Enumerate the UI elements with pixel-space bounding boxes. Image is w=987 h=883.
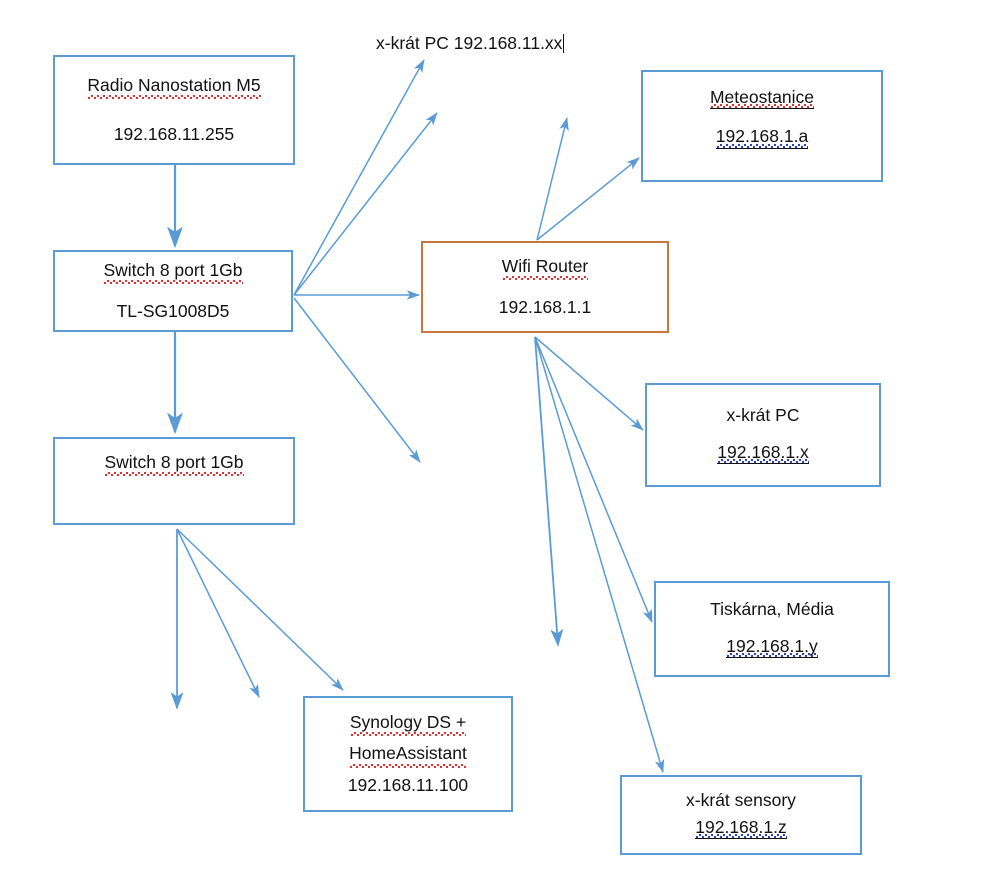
connector-router-to-printer xyxy=(534,336,653,623)
connector-router-to-down-open xyxy=(534,336,564,647)
switch-tl-sg1008d5-box[interactable]: Switch 8 port 1Gb TL-SG1008D5 xyxy=(53,250,293,332)
pc-range-caption-text: x-krát PC 192.168.11.xx xyxy=(376,33,563,53)
x-krat-pc-ip: 192.168.1.x xyxy=(717,442,809,465)
connector-switch2-to-synology xyxy=(176,528,344,691)
meteostanice-ip: 192.168.1.a xyxy=(715,127,809,149)
connector-router-to-sensors xyxy=(534,336,665,773)
meteostanice-title: Meteostanice xyxy=(709,87,815,110)
connector-router-to-pc xyxy=(534,336,644,431)
wifi-router-title: Wifi Router xyxy=(501,256,589,280)
synology-ip: 192.168.11.100 xyxy=(347,774,469,795)
connector-switch1-to-pc-label-upper xyxy=(293,59,425,296)
synology-homeassistant-box[interactable]: Synology DS + HomeAssistant 192.168.11.1… xyxy=(303,696,513,812)
connector-switch2-to-down-open-2 xyxy=(176,528,260,698)
connector-switch1-to-pc-label-lower xyxy=(293,112,438,296)
connector-switch1-to-open-down xyxy=(293,297,421,463)
radio-nanostation-box[interactable]: Radio Nanostation M5 192.168.11.255 xyxy=(53,55,295,165)
switch1-model: TL-SG1008D5 xyxy=(116,301,230,321)
tiskarna-media-box[interactable]: Tiskárna, Média 192.168.1.y xyxy=(654,581,890,677)
radio-nanostation-title: Radio Nanostation M5 xyxy=(87,75,261,99)
x-krat-pc-box[interactable]: x-krát PC 192.168.1.x xyxy=(645,383,881,487)
wifi-router-ip: 192.168.1.1 xyxy=(498,297,592,317)
switch2-title: Switch 8 port 1Gb xyxy=(104,452,244,476)
x-krat-pc-title: x-krát PC xyxy=(726,404,800,425)
tiskarna-media-title: Tiskárna, Média xyxy=(710,598,834,619)
text-cursor xyxy=(563,34,565,53)
switch-second-box[interactable]: Switch 8 port 1Gb xyxy=(53,437,295,525)
wifi-router-box[interactable]: Wifi Router 192.168.1.1 xyxy=(421,241,669,333)
tiskarna-media-ip: 192.168.1.y xyxy=(726,636,818,659)
connector-router-to-meteo xyxy=(536,157,640,241)
x-krat-sensory-ip: 192.168.1.z xyxy=(695,817,787,840)
connector-router-to-up-open xyxy=(536,117,569,241)
meteostanice-box[interactable]: Meteostanice 192.168.1.a xyxy=(641,70,883,182)
x-krat-sensory-box[interactable]: x-krát sensory 192.168.1.z xyxy=(620,775,862,855)
switch1-title: Switch 8 port 1Gb xyxy=(103,260,243,284)
radio-nanostation-ip: 192.168.11.255 xyxy=(113,124,235,144)
pc-range-caption: x-krát PC 192.168.11.xx xyxy=(376,33,565,54)
x-krat-sensory-title: x-krát sensory xyxy=(686,789,796,810)
synology-title: Synology DS + xyxy=(349,712,467,736)
homeassistant-title: HomeAssistant xyxy=(349,744,467,767)
